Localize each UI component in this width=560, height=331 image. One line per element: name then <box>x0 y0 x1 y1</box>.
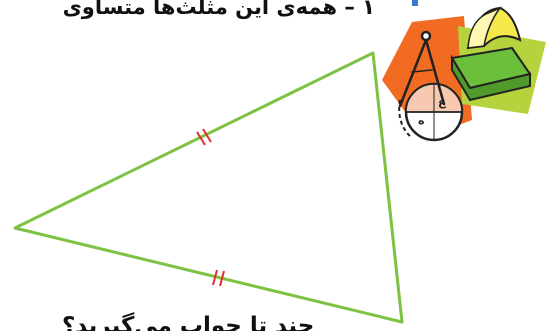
svg-text:ه: ه <box>418 114 425 127</box>
geometry-clipart-icon: ع ه <box>382 0 546 142</box>
compass-icon <box>398 30 446 108</box>
protractor-icon: ع ه <box>398 82 464 142</box>
tick-marks-lower-side <box>212 269 225 287</box>
question-title: ۱ – همه‌ی این مثلث‌ها متساوی <box>62 0 375 19</box>
isosceles-triangle <box>13 51 404 324</box>
svg-text:ع: ع <box>438 96 446 109</box>
question-bottom-text: چند تا جواب می‌گیرید؟ <box>62 313 315 331</box>
book-icon <box>450 6 532 102</box>
tick-marks-upper-side <box>196 128 212 146</box>
